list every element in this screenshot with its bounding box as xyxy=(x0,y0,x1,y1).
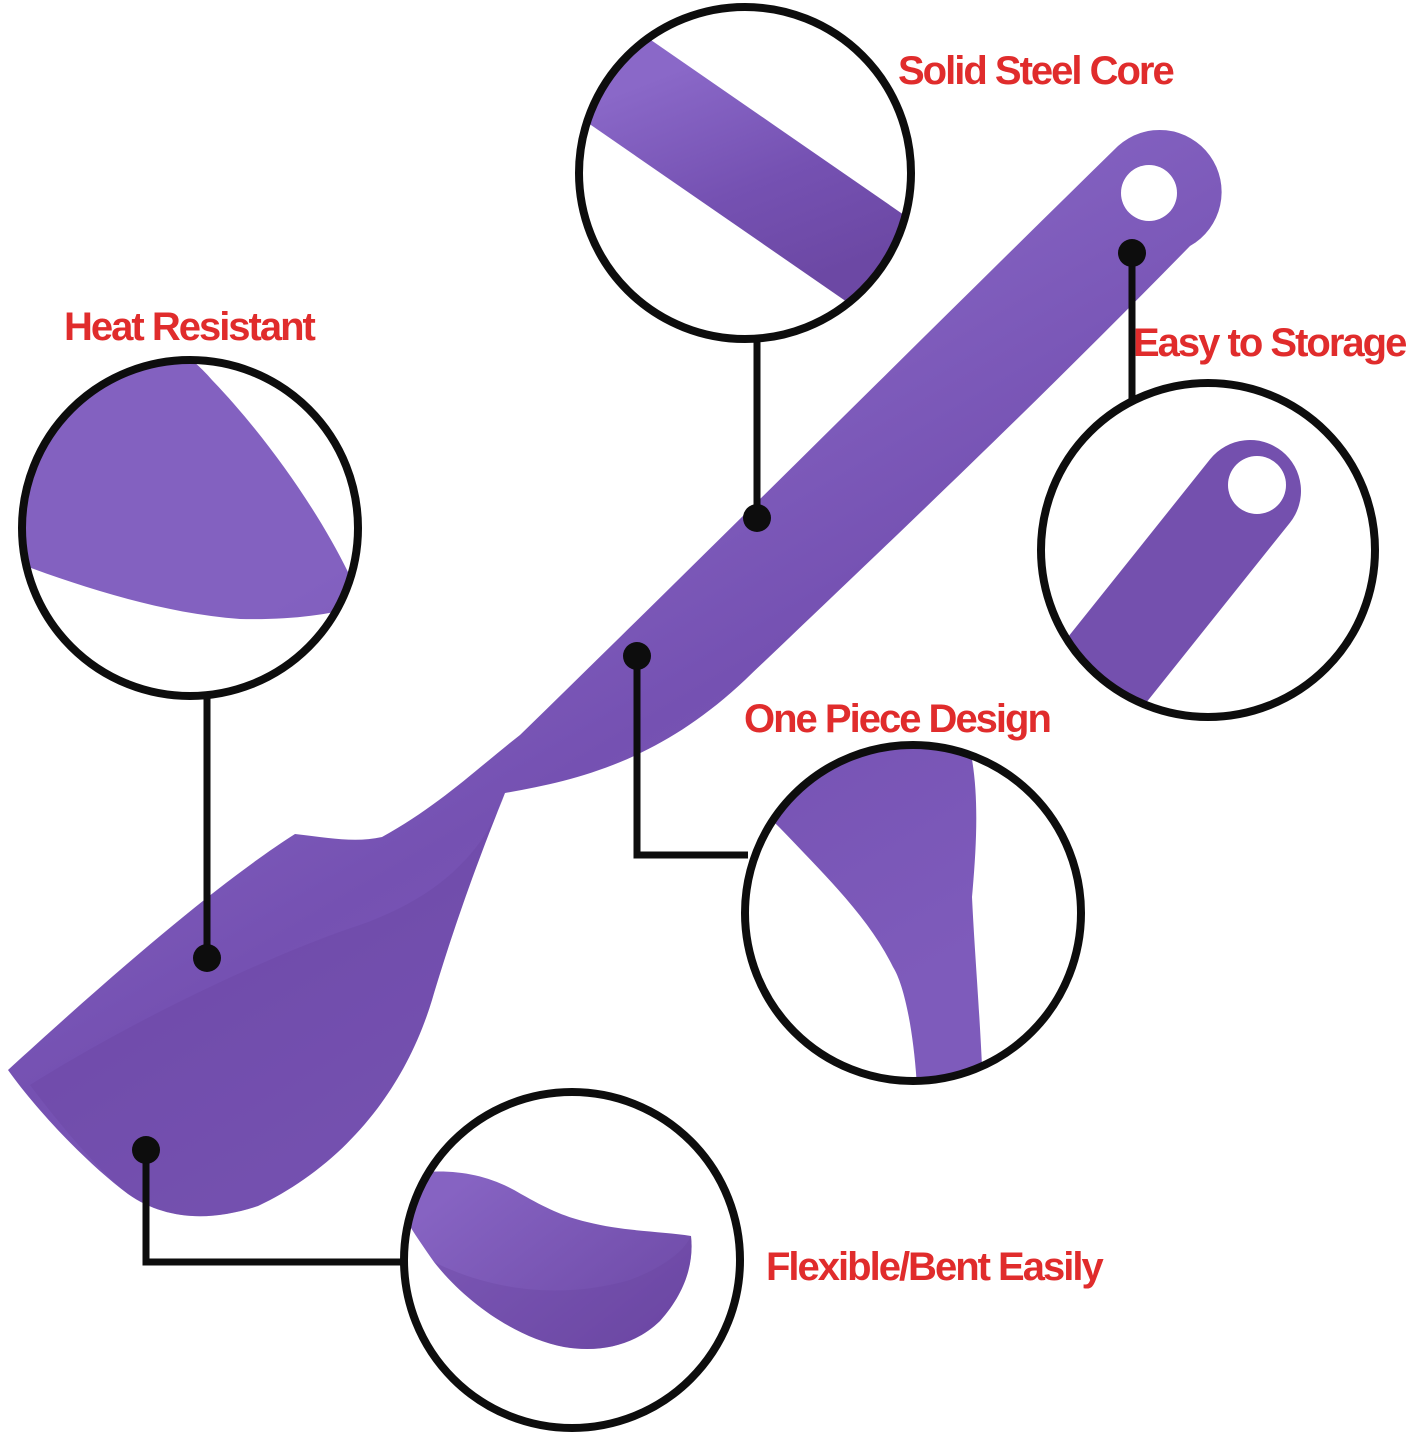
anchor-dot-flexible-bent-easily xyxy=(132,1136,160,1164)
connector-one-piece-design xyxy=(633,656,748,859)
bent-blade-tip-detail xyxy=(404,1171,692,1349)
detail-bubble-steel-core xyxy=(575,3,915,343)
magnifier-circle-icon xyxy=(575,3,915,343)
label-one-piece-design: One Piece Design xyxy=(744,697,1052,741)
magnifier-circle-icon xyxy=(400,1088,744,1432)
blade-shade xyxy=(30,793,505,1217)
label-flexible-bent-easily: Flexible/Bent Easily xyxy=(766,1245,1104,1289)
magnifier-circle-icon xyxy=(741,741,1085,1085)
magnifier-circle-icon xyxy=(18,356,362,700)
label-heat-resistant: Heat Resistant xyxy=(64,305,316,349)
spatula-body xyxy=(8,129,1222,1217)
bent-blade-tip-shadow xyxy=(434,1236,692,1350)
detail-bubble-heat-resistant xyxy=(18,356,362,700)
magnifier-circle-icon xyxy=(1037,379,1379,721)
callout-anchor-dots xyxy=(132,239,1146,1164)
anchor-dot-one-piece-design xyxy=(623,642,651,670)
spatula-silhouette xyxy=(8,129,1222,1217)
detail-bubble-one-piece xyxy=(741,741,1085,1085)
anchor-dot-heat-resistant xyxy=(193,944,221,972)
label-solid-steel-core: Solid Steel Core xyxy=(898,49,1175,93)
anchor-dot-solid-steel-core xyxy=(743,504,771,532)
detail-bubble-flexible xyxy=(400,1088,744,1432)
label-easy-to-storage: Easy to Storage xyxy=(1133,321,1407,365)
handle-end-hole xyxy=(1228,456,1286,514)
spatula-hang-hole xyxy=(1121,165,1177,221)
detail-bubble-easy-storage xyxy=(1037,379,1379,721)
connector-flexible-bent-easily xyxy=(142,1150,406,1266)
callout-connectors xyxy=(142,253,1136,1266)
anchor-dot-easy-to-storage xyxy=(1118,239,1146,267)
